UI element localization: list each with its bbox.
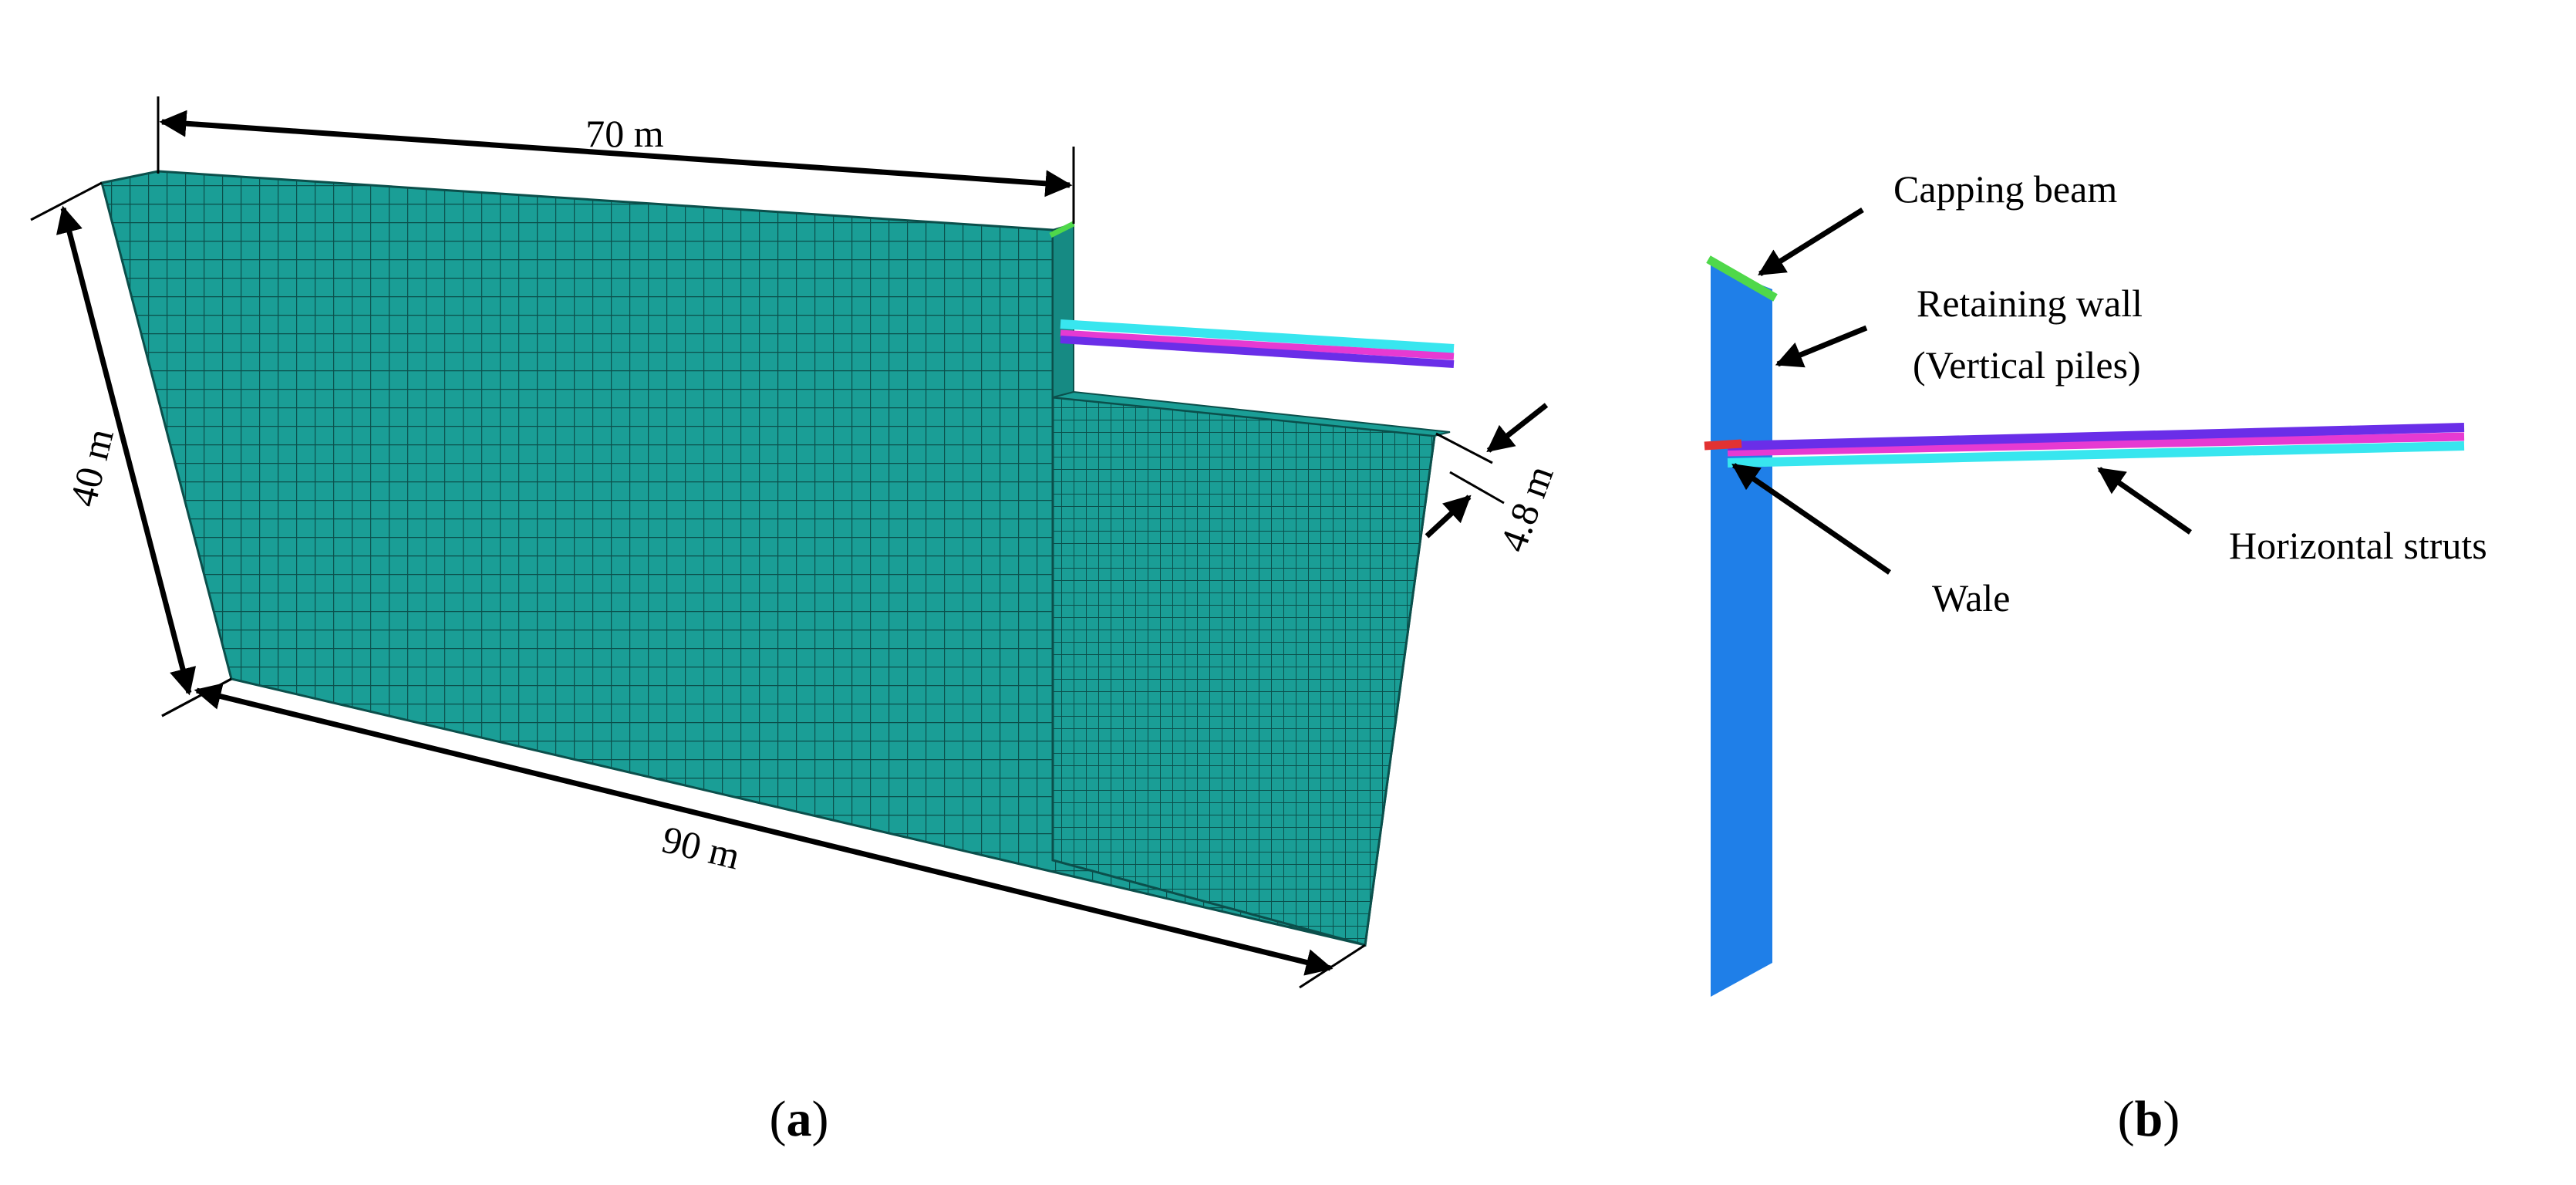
dim-4-8m-label: 4.8 m (1491, 460, 1562, 557)
panel-b-structure (1704, 255, 2465, 997)
capping-beam-label: Capping beam (1893, 167, 2117, 211)
retaining-wall-label-line2: (Vertical piles) (1913, 343, 2141, 387)
strut-magenta (1727, 432, 2465, 457)
strut-cyan (1727, 441, 2465, 468)
dim-90m-label: 90 m (658, 817, 744, 877)
wall-step-side-face (1052, 222, 1074, 399)
panel-b-label: (b) (2118, 1091, 2180, 1147)
wale-label: Wale (1932, 576, 2010, 620)
strut-cyan-mini (1060, 319, 1455, 353)
callout-retaining-wall: Retaining wall (Vertical piles) (1775, 282, 2143, 387)
retaining-wall (1711, 265, 1772, 997)
retaining-wall-label-line1: Retaining wall (1917, 282, 2143, 325)
strut-magenta-mini (1060, 329, 1455, 360)
dim-70m-label: 70 m (585, 112, 664, 155)
callout-horizontal-struts: Horizontal struts (2097, 467, 2487, 567)
dimension-4-8m: 4.8 m (1425, 403, 1562, 557)
callout-wale: Wale (1731, 463, 2010, 620)
strut-purple-mini (1060, 336, 1455, 368)
strut-purple (1727, 423, 2465, 451)
dim-40m-label: 40 m (61, 424, 122, 511)
panel-a-label: (a) (770, 1091, 829, 1147)
wale (1704, 439, 1742, 451)
capping-beam-mini (1049, 221, 1075, 238)
dimension-70m: 70 m (157, 96, 1075, 224)
callout-capping-beam: Capping beam (1758, 167, 2117, 276)
excavation-side-face (1051, 396, 1436, 947)
panel-a-mesh-model (100, 170, 1455, 947)
horizontal-struts-label: Horizontal struts (2229, 524, 2487, 567)
capping-beam (1706, 255, 1778, 302)
